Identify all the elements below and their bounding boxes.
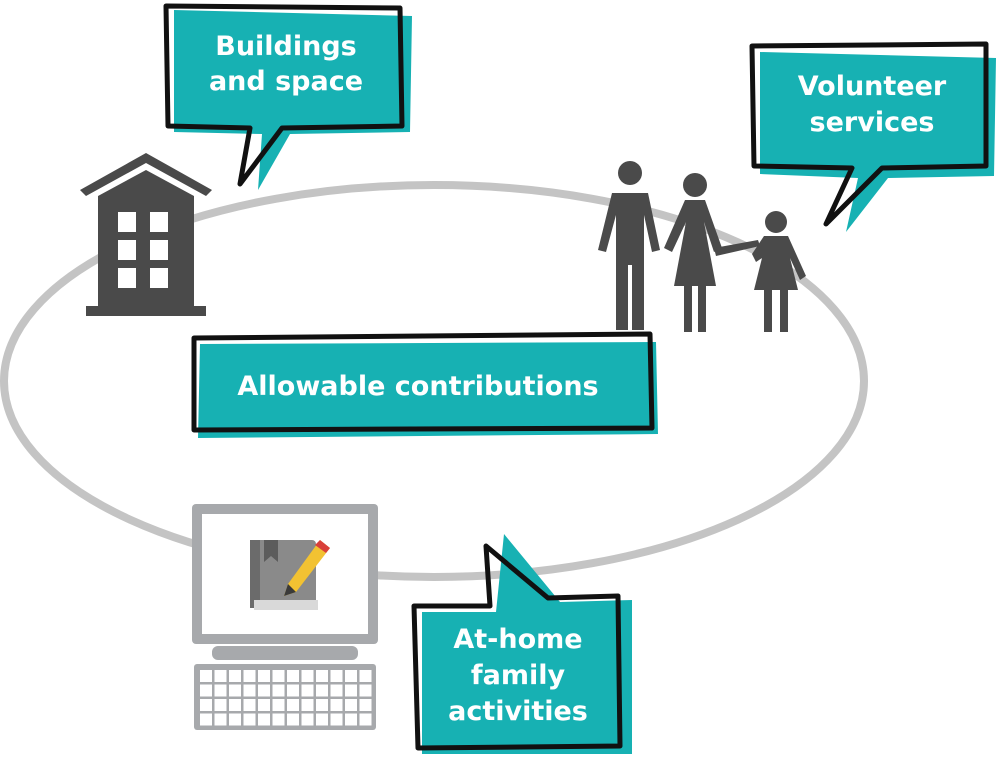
building-icon (80, 153, 212, 316)
keyboard-key (345, 684, 357, 697)
keyboard-key (359, 684, 372, 697)
keyboard-key (316, 670, 328, 682)
keyboard-key (258, 684, 270, 697)
keyboard-key (272, 670, 285, 682)
keyboard-key (287, 684, 299, 697)
keyboard-key (345, 699, 357, 711)
callout-home-line-2: family (471, 660, 566, 691)
family-icon (598, 161, 806, 332)
keyboard-key (200, 713, 212, 726)
keyboard-key (359, 670, 372, 682)
keyboard-key (229, 699, 241, 711)
keyboard-key (243, 713, 256, 726)
callout-home: At-home family activities (411, 534, 632, 754)
keyboard-key (258, 699, 270, 711)
keyboard-key (359, 713, 372, 726)
keyboard-key (243, 684, 256, 697)
keyboard-key (330, 713, 343, 726)
keyboard-key (345, 713, 357, 726)
keyboard-key (200, 670, 212, 682)
keyboard-key (301, 699, 314, 711)
keyboard-key (214, 684, 227, 697)
keyboard-key (214, 699, 227, 711)
keyboard-key (359, 699, 372, 711)
keyboard-key (287, 699, 299, 711)
keyboard-key (316, 713, 328, 726)
keyboard-key (330, 684, 343, 697)
callout-buildings: Buildings and space (163, 3, 412, 190)
callout-volunteer: Volunteer services (749, 41, 996, 232)
keyboard-key (287, 713, 299, 726)
center-banner: Allowable contributions (191, 331, 658, 438)
callout-home-line-3: activities (448, 696, 588, 727)
keyboard-key (287, 670, 299, 682)
callout-volunteer-line-1: Volunteer (798, 71, 947, 102)
keyboard-key (272, 684, 285, 697)
keyboard-key (229, 713, 241, 726)
keyboard-key (214, 670, 227, 682)
keyboard-key (316, 699, 328, 711)
cycle-ring (0, 181, 868, 581)
computer-icon (192, 504, 378, 730)
keyboard (200, 670, 372, 726)
keyboard-key (316, 684, 328, 697)
keyboard-key (345, 670, 357, 682)
keyboard-key (301, 713, 314, 726)
callout-buildings-line-2: and space (209, 66, 363, 97)
keyboard-key (200, 699, 212, 711)
keyboard-key (258, 670, 270, 682)
keyboard-key (330, 699, 343, 711)
keyboard-key (229, 684, 241, 697)
keyboard-key (330, 670, 343, 682)
keyboard-key (301, 670, 314, 682)
keyboard-key (272, 699, 285, 711)
keyboard-key (214, 713, 227, 726)
callout-buildings-line-1: Buildings (215, 31, 357, 62)
center-label: Allowable contributions (237, 371, 598, 402)
callout-volunteer-line-2: services (810, 107, 935, 138)
notebook-pencil-icon (250, 540, 330, 610)
keyboard-key (272, 713, 285, 726)
keyboard-key (200, 684, 212, 697)
callout-home-line-1: At-home (453, 624, 582, 655)
keyboard-key (243, 699, 256, 711)
keyboard-key (243, 670, 256, 682)
keyboard-key (229, 670, 241, 682)
keyboard-key (258, 713, 270, 726)
keyboard-key (301, 684, 314, 697)
